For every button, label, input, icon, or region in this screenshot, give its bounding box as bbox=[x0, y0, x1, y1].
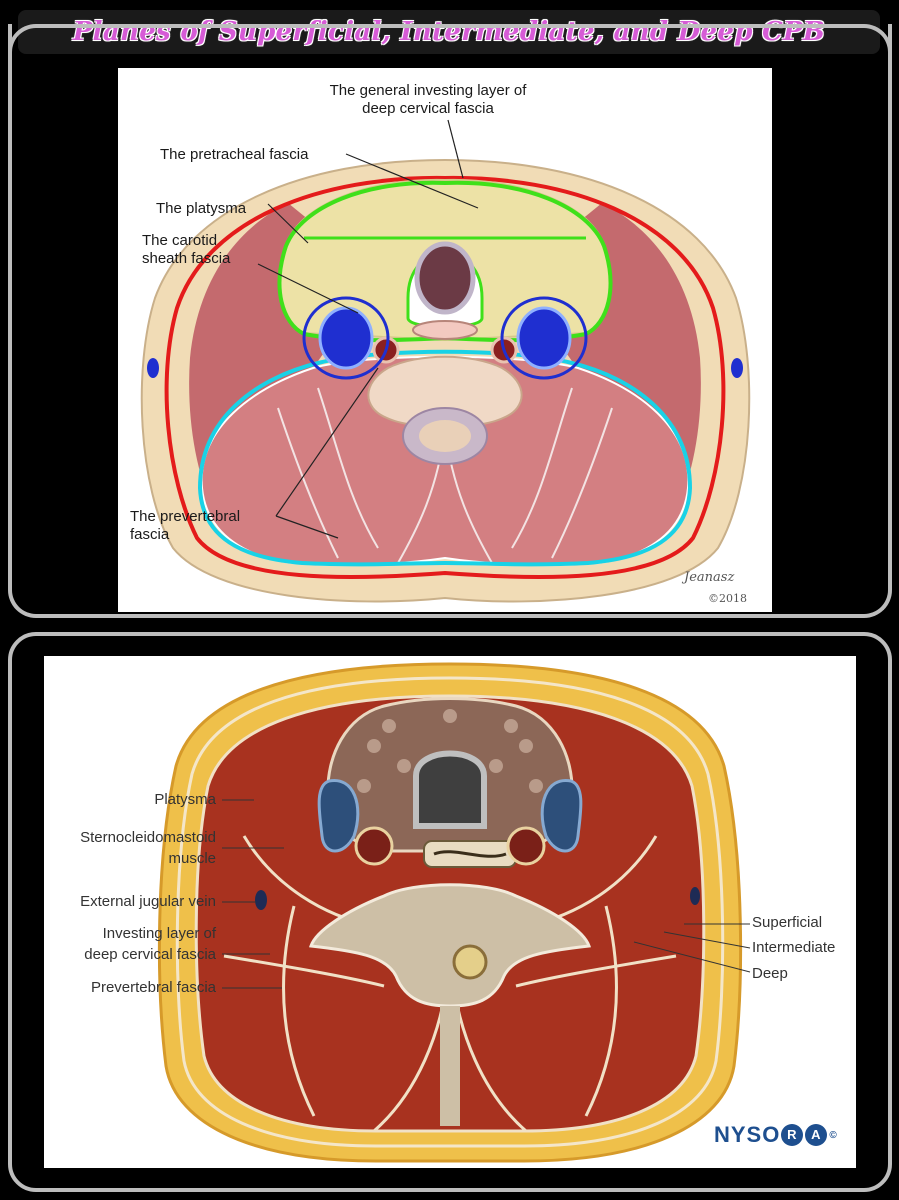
leader-lines bbox=[257, 119, 479, 539]
artist-signature: Jeanasz bbox=[684, 570, 735, 585]
page-title: Planes of Superficial, Intermediate, and… bbox=[72, 17, 826, 47]
right-ijv bbox=[540, 779, 583, 853]
left-internal-jugular bbox=[318, 306, 374, 370]
label-general-investing-2: deep cervical fascia bbox=[362, 100, 494, 117]
tracheal-lumen bbox=[414, 241, 476, 315]
label-investing-2: deep cervical fascia bbox=[84, 946, 216, 963]
thyroid-lobules bbox=[357, 709, 543, 793]
label-pretracheal: The pretracheal fascia bbox=[160, 146, 309, 163]
label-platysma: The platysma bbox=[156, 200, 247, 217]
bottom-spinal-cord bbox=[452, 944, 488, 980]
label-ejv: External jugular vein bbox=[80, 893, 216, 910]
bottom-diagram-panel: Platysma Sternocleidomastoid muscle Exte… bbox=[44, 656, 856, 1168]
copyright-year: ©2018 bbox=[708, 592, 747, 605]
bottom-frame bbox=[8, 632, 892, 1192]
logo-ring-r: R bbox=[781, 1124, 804, 1146]
top-diagram-panel: The general investing layer of deep cerv… bbox=[118, 68, 772, 612]
top-neck-cross-section bbox=[140, 119, 751, 603]
left-ijv bbox=[317, 779, 360, 853]
logo-copyright: © bbox=[829, 1129, 838, 1141]
bottom-vertebra bbox=[308, 883, 592, 1008]
bottom-neck-cross-section bbox=[157, 662, 751, 1163]
left-external-jugular bbox=[147, 358, 159, 378]
logo-ring-a: A bbox=[805, 1124, 828, 1146]
bottom-right-ejv bbox=[690, 887, 700, 905]
esophagus bbox=[412, 320, 478, 340]
bottom-leader-lines bbox=[222, 799, 751, 989]
label-prevertebral-2: fascia bbox=[130, 526, 170, 543]
label-prevertebral-1: The prevertebral bbox=[130, 508, 241, 525]
label-carotid-2: sheath fascia bbox=[142, 250, 231, 267]
label-deep: Deep bbox=[752, 965, 788, 982]
logo-text: NYSO bbox=[714, 1122, 781, 1147]
label-scm-1: Sternocleidomastoid bbox=[80, 829, 216, 846]
label-general-investing-1: The general investing layer of bbox=[329, 82, 527, 99]
right-internal-jugular bbox=[516, 306, 572, 370]
top-frame bbox=[8, 24, 892, 618]
label-superficial: Superficial bbox=[752, 914, 823, 931]
label-investing-1: Investing layer of bbox=[102, 925, 216, 942]
spinal-cord bbox=[419, 420, 471, 452]
label-bottom-platysma: Platysma bbox=[154, 791, 216, 808]
title-banner: Planes of Superficial, Intermediate, and… bbox=[18, 10, 880, 54]
label-bottom-prevertebral: Prevertebral fascia bbox=[90, 979, 216, 996]
vertebra bbox=[367, 355, 523, 428]
right-external-jugular bbox=[731, 358, 743, 378]
left-carotid bbox=[354, 826, 394, 866]
label-intermediate: Intermediate bbox=[752, 939, 836, 956]
prevertebral-fascia-line bbox=[197, 349, 693, 567]
right-carotid bbox=[506, 826, 546, 866]
label-carotid-1: The carotid bbox=[142, 232, 218, 249]
label-scm-2: muscle bbox=[168, 850, 216, 867]
investing-fascia-line bbox=[164, 175, 726, 580]
bottom-trachea bbox=[413, 750, 487, 829]
bottom-left-ejv bbox=[255, 890, 267, 910]
